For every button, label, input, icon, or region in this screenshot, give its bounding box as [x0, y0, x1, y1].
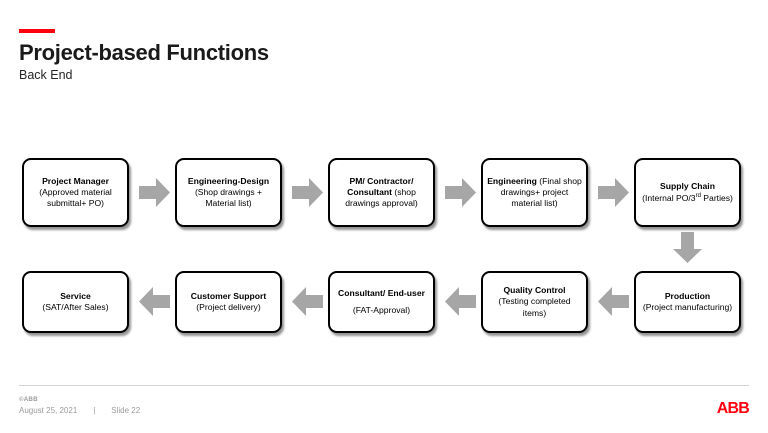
flow-node-detail-post: Parties): [700, 192, 733, 203]
footer-divider: [19, 385, 749, 386]
accent-bar: [19, 29, 55, 33]
flow-node-title: PM/ Contractor/ Consultant: [347, 175, 414, 197]
flow-node-title: Engineering-Design: [187, 175, 270, 186]
flow-node-label: Consultant/ End-user (FAT-Approval): [338, 288, 425, 316]
flow-node-detail: (Testing completed items): [498, 296, 571, 318]
flow-node-title: Service: [60, 290, 91, 301]
arrow-customersupport-to-service: [139, 287, 170, 316]
flow-node-detail: (SAT/After Sales): [42, 302, 109, 312]
footer-slide-number: Slide 22: [111, 406, 141, 415]
flow-node-supply-chain[interactable]: Supply Chain (Internal PO/3rd Parties): [634, 158, 741, 227]
flow-node-label: Service (SAT/After Sales): [42, 291, 108, 313]
flow-node-engineering-design[interactable]: Engineering-Design (Shop drawings + Mate…: [175, 158, 282, 227]
page-title: Project-based Functions: [19, 40, 269, 65]
ordinal-superscript: rd: [695, 192, 701, 199]
flow-node-pm-contractor-consultant[interactable]: PM/ Contractor/ Consultant (shop drawing…: [328, 158, 435, 227]
flow-node-detail-pre: (Internal PO/3: [642, 192, 696, 203]
flow-node-engineering[interactable]: Engineering (Final shop drawings+ projec…: [481, 158, 588, 227]
flow-node-title: Quality Control: [503, 285, 566, 296]
arrow-qualitycontrol-to-consultant: [445, 287, 476, 316]
arrow-pm-to-engdesign: [139, 178, 170, 207]
flow-node-label: PM/ Contractor/ Consultant (shop drawing…: [334, 176, 429, 210]
flow-node-label: Production (Project manufacturing): [643, 291, 732, 313]
flow-node-label: Supply Chain (Internal PO/3rd Parties): [642, 181, 733, 203]
flow-node-title: Engineering: [487, 175, 537, 186]
flow-node-service[interactable]: Service (SAT/After Sales): [22, 271, 129, 333]
abb-logo: ABB: [716, 400, 750, 417]
flow-node-detail: (Project delivery): [196, 302, 261, 312]
page-subtitle: Back End: [19, 68, 73, 82]
footer-copyright: ©ABB: [19, 396, 38, 403]
flow-node-label: Project Manager (Approved material submi…: [28, 176, 123, 210]
flow-node-production[interactable]: Production (Project manufacturing): [634, 271, 741, 333]
footer-meta: August 25, 2021 | Slide 22: [19, 406, 140, 415]
flow-node-label: Engineering-Design (Shop drawings + Mate…: [181, 176, 276, 210]
flow-node-consultant-end-user[interactable]: Consultant/ End-user (FAT-Approval): [328, 271, 435, 333]
flow-node-detail: (Shop drawings + Material list): [194, 186, 263, 209]
flow-node-detail: (FAT-Approval): [352, 305, 411, 315]
flow-node-project-manager[interactable]: Project Manager (Approved material submi…: [22, 158, 129, 227]
flow-node-label: Quality Control (Testing completed items…: [487, 285, 582, 319]
flow-node-detail: (Project manufacturing): [642, 302, 733, 312]
flow-node-detail: (Final shop drawings+ project material l…: [500, 175, 582, 209]
arrow-consultant-to-customersupport: [292, 287, 323, 316]
footer-separator: |: [93, 406, 96, 415]
flow-node-title: Project Manager: [42, 175, 109, 186]
arrow-engdesign-to-pmcontractor: [292, 178, 323, 207]
flow-node-detail: (shop drawings approval): [345, 186, 418, 209]
arrow-pmcontractor-to-engineering: [445, 178, 476, 207]
arrow-supplychain-to-production: [673, 232, 702, 263]
flow-node-title: Supply Chain: [660, 181, 715, 192]
flow-node-title: Consultant/ End-user: [338, 287, 425, 298]
flow-node-label: Engineering (Final shop drawings+ projec…: [487, 176, 582, 210]
arrow-production-to-qualitycontrol: [598, 287, 629, 316]
flow-node-customer-support[interactable]: Customer Support (Project delivery): [175, 271, 282, 333]
arrow-engineering-to-supplychain: [598, 178, 629, 207]
flow-node-title: Production: [664, 290, 711, 301]
flow-node-quality-control[interactable]: Quality Control (Testing completed items…: [481, 271, 588, 333]
flow-node-detail: (Internal PO/3rd Parties): [642, 193, 733, 203]
flow-node-label: Customer Support (Project delivery): [181, 291, 276, 313]
flow-node-detail: (Approved material submittal+ PO): [39, 186, 112, 209]
flow-node-title: Customer Support: [190, 290, 267, 301]
footer-date: August 25, 2021: [19, 406, 78, 415]
